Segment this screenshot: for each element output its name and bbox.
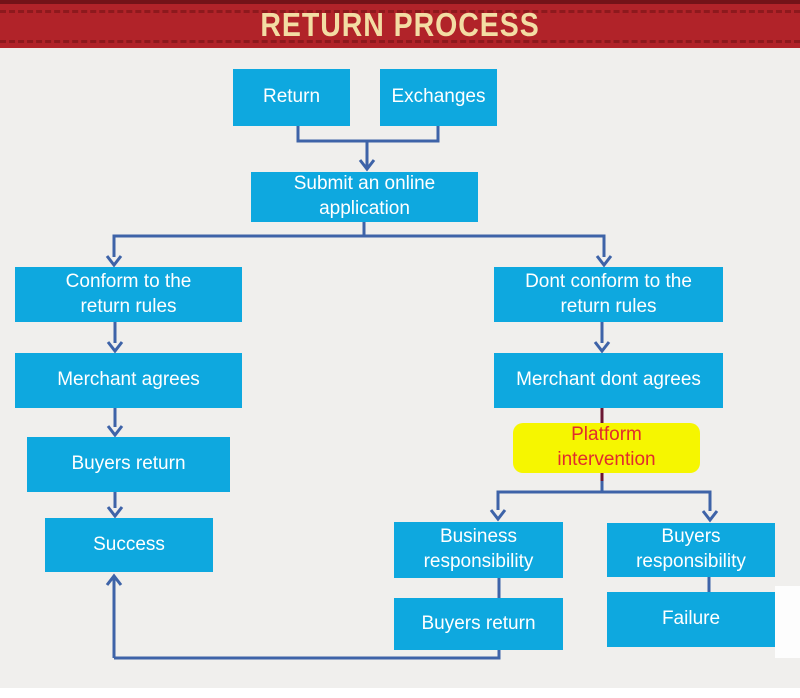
- node-submit-application: Submit an online application: [251, 172, 478, 222]
- edge-submit-split: [112, 222, 606, 257]
- arrow-into-conform: [105, 255, 123, 268]
- node-buyers-return-right: Buyers return: [394, 598, 563, 650]
- arrow-into-business-resp: [489, 509, 507, 522]
- banner-dashed-line-bottom: [0, 40, 800, 43]
- arrow-into-submit: [358, 159, 376, 172]
- arrow-into-buyers-return-left: [106, 425, 124, 438]
- page-title: RETURN PROCESS: [260, 6, 540, 44]
- node-merchant-agrees: Merchant agrees: [15, 353, 242, 408]
- arrow-into-merchant-agrees: [106, 341, 124, 354]
- node-return: Return: [233, 69, 350, 126]
- node-failure: Failure: [607, 592, 775, 647]
- title-banner: RETURN PROCESS: [0, 0, 800, 48]
- node-buyers-return-left: Buyers return: [27, 437, 230, 492]
- edge-top-merge: [296, 126, 440, 167]
- arrow-into-success: [106, 506, 124, 519]
- node-platform-intervention: Platform intervention: [513, 423, 700, 473]
- arrow-into-dont-conform: [595, 255, 613, 268]
- banner-dashed-line-top: [0, 10, 800, 13]
- node-dont-conform-rules: Dont conform to the return rules: [494, 267, 723, 322]
- edge-platform-split: [496, 481, 712, 511]
- node-exchanges: Exchanges: [380, 69, 497, 126]
- node-buyers-responsibility: Buyers responsibility: [607, 523, 775, 577]
- node-merchant-dont-agrees: Merchant dont agrees: [494, 353, 723, 408]
- node-conform-rules: Conform to the return rules: [15, 267, 242, 322]
- arrow-up-into-success: [105, 573, 123, 586]
- node-business-responsibility: Business responsibility: [394, 522, 563, 578]
- background-white-strip: [0, 688, 800, 698]
- arrow-into-merchant-dont-agrees: [593, 341, 611, 354]
- background-white-patch: [775, 586, 800, 658]
- arrow-into-buyers-resp: [701, 510, 719, 523]
- node-success: Success: [45, 518, 213, 572]
